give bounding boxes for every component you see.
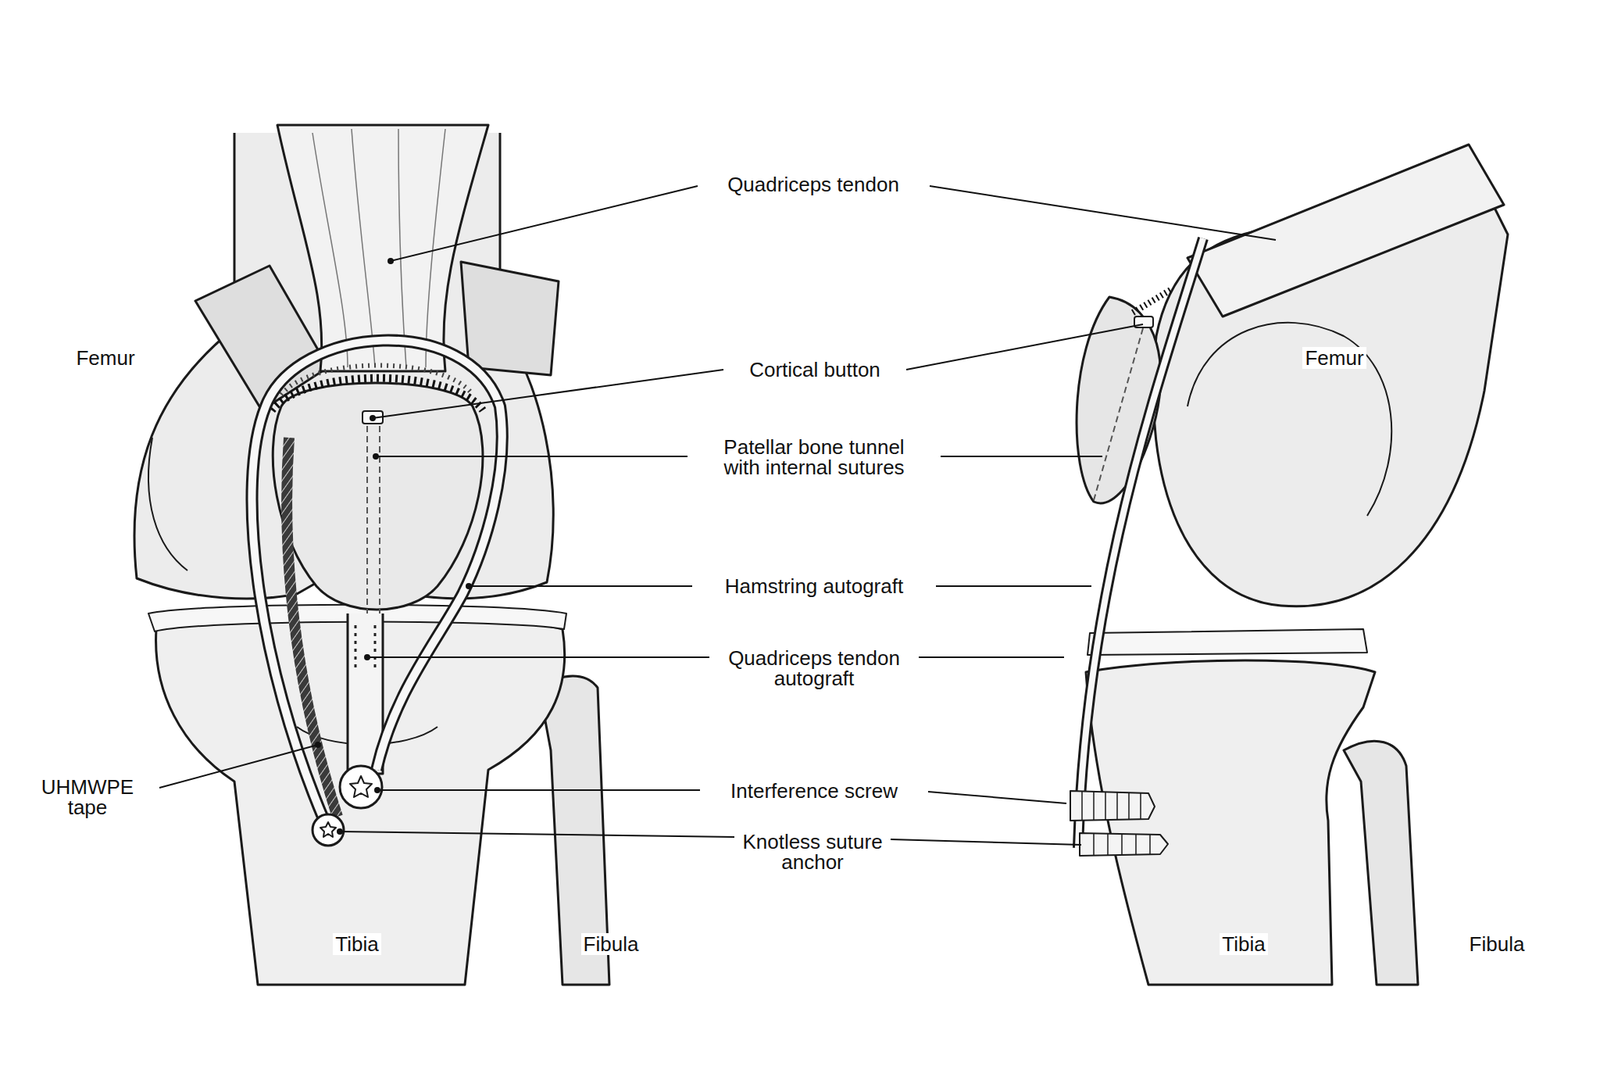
- hamstring-autograft: [251, 340, 502, 821]
- leader-line: [468, 585, 693, 587]
- vastus-left: [195, 265, 329, 411]
- part-label: UHMWPE tape: [26, 775, 149, 818]
- part-label: Interference screw: [728, 779, 900, 802]
- leader-dot: [364, 653, 371, 661]
- anchor-threads: [1093, 832, 1150, 856]
- leader-line: [372, 369, 724, 418]
- part-label: Cortical button: [746, 358, 883, 381]
- suture-anchor: [1079, 832, 1168, 856]
- leader-line: [339, 831, 735, 837]
- part-label: Patellar bone tunnel with internal sutur…: [702, 435, 926, 479]
- screw-star: [350, 775, 372, 797]
- meniscus: [1087, 628, 1368, 655]
- quadriceps-tendon: [1187, 144, 1504, 317]
- leader-line: [890, 839, 1082, 845]
- leader-line: [928, 791, 1067, 804]
- leader-line: [377, 789, 700, 791]
- part-label: Femur: [1302, 346, 1366, 369]
- suture-line: [271, 378, 483, 411]
- fibula-bone: [1343, 740, 1418, 985]
- part-label: Femur: [73, 346, 137, 369]
- part-label: Fibula: [581, 932, 642, 955]
- leader-line: [918, 656, 1065, 658]
- leader-dots: [314, 257, 472, 835]
- leader-dot: [336, 828, 343, 835]
- leader-dot: [372, 453, 379, 460]
- leader-line: [367, 656, 710, 658]
- tibia-bone: [1085, 660, 1375, 985]
- hamstring-autograft: [251, 340, 502, 821]
- interference-screw: [1070, 790, 1155, 821]
- vastus-right: [460, 261, 559, 375]
- femoral-condyle: [1187, 322, 1392, 516]
- suture-line: [281, 365, 473, 396]
- leader-line: [940, 455, 1103, 458]
- suture-line: [1132, 289, 1172, 313]
- graft-stitches: [355, 625, 375, 672]
- anchor-star: [320, 821, 336, 837]
- tendon-fibers: [312, 128, 446, 368]
- part-label: Hamstring autograft: [722, 575, 906, 597]
- lateral-knee: [1070, 144, 1508, 985]
- suture-anchor: [312, 814, 344, 846]
- part-label: Quadriceps tendon: [725, 173, 902, 196]
- leader-line: [906, 324, 1143, 370]
- part-label: Quadriceps tendon autograft: [714, 646, 915, 690]
- hamstring-autograft: [1078, 238, 1204, 848]
- part-label: Tibia: [332, 932, 381, 955]
- interference-screw: [339, 765, 383, 808]
- leader-line: [935, 585, 1092, 587]
- bone-tunnel: [367, 425, 380, 618]
- leader-line: [929, 185, 1276, 240]
- part-label: Tibia: [1219, 932, 1268, 955]
- leader-dot: [465, 582, 472, 590]
- femoral-condyle: [148, 437, 188, 571]
- leader-dot: [314, 741, 322, 748]
- leader-line: [390, 185, 698, 261]
- leader-dot: [387, 257, 394, 265]
- leader-dot: [374, 786, 381, 793]
- anterior-knee: [134, 125, 610, 985]
- hamstring-autograft: [1078, 238, 1204, 848]
- leader-dot: [369, 414, 376, 422]
- leader-line: [375, 455, 688, 458]
- uhmwpe-tape: [286, 437, 338, 817]
- part-label: Fibula: [1467, 932, 1528, 955]
- part-label: Knotless suture anchor: [735, 830, 890, 873]
- leader-lines: [159, 185, 1276, 845]
- leader-line: [159, 744, 318, 788]
- screw-threads: [1082, 790, 1141, 821]
